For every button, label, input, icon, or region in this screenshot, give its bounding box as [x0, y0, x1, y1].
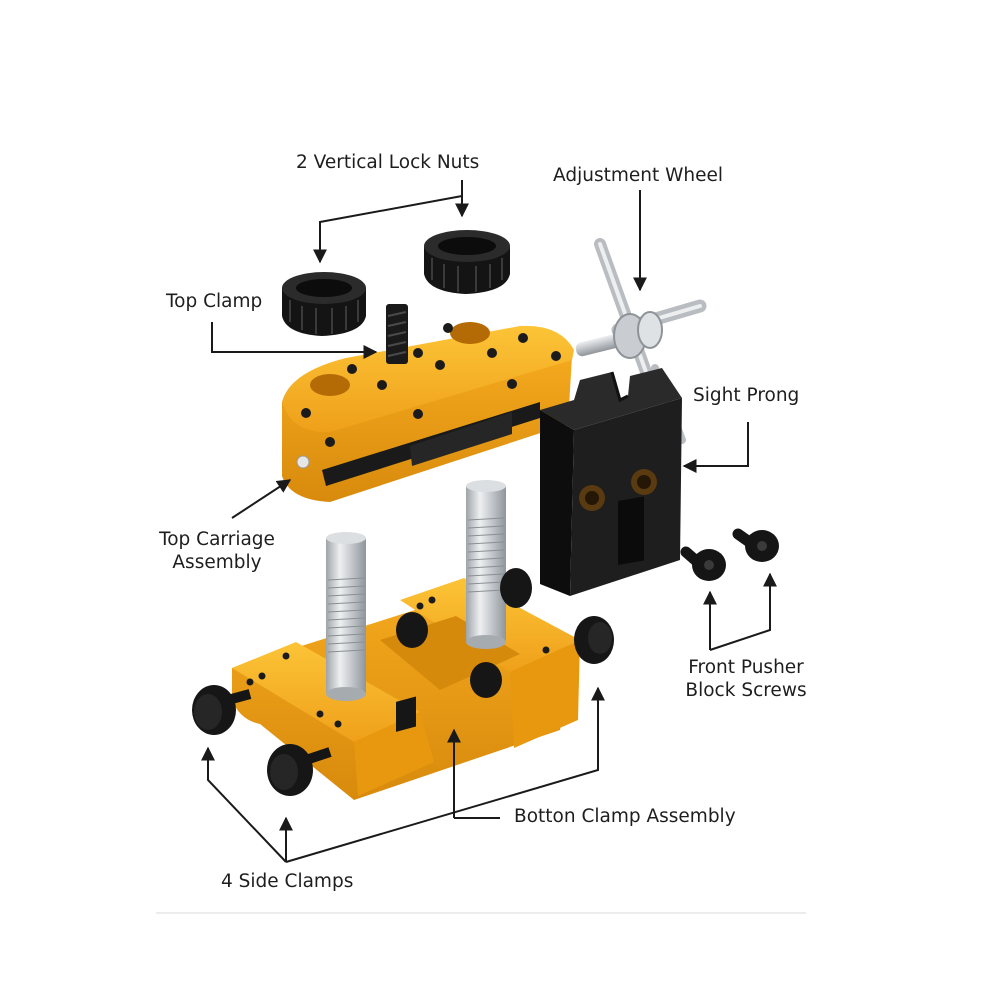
label-front-pusher-line2: Block Screws [685, 680, 807, 701]
threaded-post-right [466, 480, 506, 649]
adjustment-wheel [575, 238, 707, 444]
label-front-pusher-line1: Front Pusher [688, 657, 804, 678]
divider [156, 912, 806, 914]
label-side-clamps: 4 Side Clamps [221, 871, 354, 892]
label-bottom-clamp: Botton Clamp Assembly [514, 806, 736, 827]
label-top-carriage-line2: Assembly [172, 552, 262, 573]
label-adjustment-wheel: Adjustment Wheel [553, 165, 724, 186]
side-clamp-knob-4 [500, 568, 532, 608]
clamp-block-screws [396, 612, 502, 732]
label-sight-prong: Sight Prong [693, 385, 800, 406]
label-lock-nuts: 2 Vertical Lock Nuts [296, 152, 480, 173]
label-front-pusher: Front Pusher Block Screws [676, 656, 816, 702]
threaded-post-left [326, 532, 366, 701]
lock-nut-left [282, 272, 366, 336]
side-clamp-knob-2 [267, 744, 332, 796]
top-clamp-post [386, 304, 408, 364]
lock-nut-right [424, 230, 510, 294]
label-top-carriage-line1: Top Carriage [159, 529, 275, 550]
label-top-clamp: Top Clamp [166, 291, 263, 312]
side-clamp-knob-1 [192, 685, 252, 735]
pusher-screw-left [680, 546, 726, 581]
label-top-carriage: Top Carriage Assembly [150, 528, 284, 574]
leader-lines [201, 180, 777, 863]
side-clamp-knob-3 [574, 616, 614, 664]
pusher-screw-right [732, 528, 779, 562]
top-carriage-assembly [282, 322, 574, 502]
sight-prong [540, 368, 682, 596]
